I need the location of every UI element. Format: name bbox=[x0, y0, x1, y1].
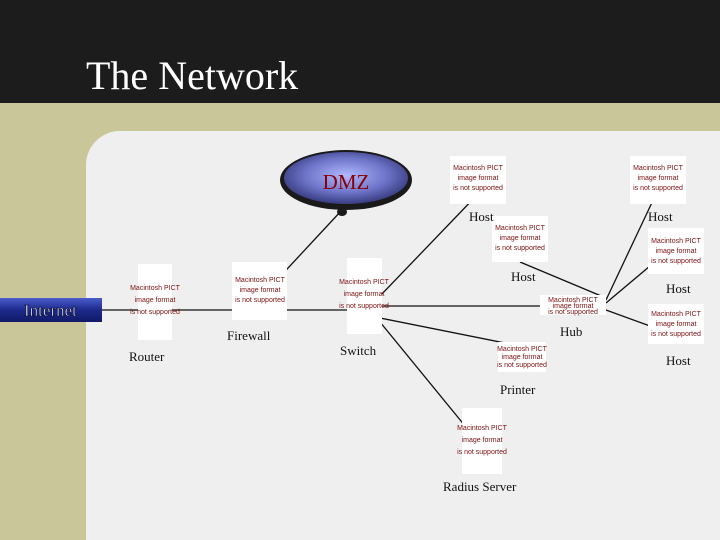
router-placeholder-frame bbox=[138, 264, 172, 340]
switch-placeholder-line-1: Macintosh PICT bbox=[339, 279, 390, 286]
internet-label: Internet bbox=[24, 301, 77, 320]
radius-server-image: Macintosh PICT image format is not suppo… bbox=[457, 408, 508, 474]
hub-placeholder-line-1: Macintosh PICT bbox=[548, 297, 599, 304]
radius-placeholder-line-1: Macintosh PICT bbox=[457, 425, 508, 432]
host-3-placeholder-line-2: image format bbox=[500, 235, 541, 242]
dmz-node: DMZ bbox=[280, 150, 412, 216]
header-bar bbox=[0, 0, 720, 103]
host-image-1: Macintosh PICT image format is not suppo… bbox=[450, 156, 506, 204]
host-4-placeholder-line-2: image format bbox=[656, 248, 697, 255]
firewall-label: Firewall bbox=[227, 328, 271, 343]
printer-image: Macintosh PICT image format is not suppo… bbox=[497, 342, 548, 372]
router-placeholder-line-2: image format bbox=[135, 297, 176, 304]
host-image-2: Macintosh PICT image format is not suppo… bbox=[630, 156, 686, 204]
link-switch-printer bbox=[379, 317, 516, 346]
host-3-placeholder-frame bbox=[492, 216, 548, 262]
printer-placeholder-line-3: is not supported bbox=[497, 362, 547, 369]
host-5-placeholder-line-2: image format bbox=[656, 321, 697, 328]
dmz-ellipse bbox=[284, 152, 408, 204]
host-2-placeholder-line-2: image format bbox=[638, 175, 679, 182]
internet-bar bbox=[0, 298, 102, 322]
firewall-placeholder-frame bbox=[232, 262, 287, 320]
radius-placeholder-line-3: is not supported bbox=[457, 449, 507, 456]
link-switch-host-top bbox=[379, 193, 479, 297]
printer-label: Printer bbox=[500, 382, 536, 397]
hub-placeholder-line-3: is not supported bbox=[548, 309, 598, 316]
content-panel bbox=[86, 131, 720, 540]
host-image-3: Macintosh PICT image format is not suppo… bbox=[492, 216, 548, 262]
printer-placeholder-line-1: Macintosh PICT bbox=[497, 346, 548, 353]
link-hub-host-4 bbox=[605, 309, 651, 327]
host-label-1: Host bbox=[469, 209, 494, 224]
node-labels: Router Firewall Switch Hub Printer Radiu… bbox=[129, 209, 691, 494]
dmz-connector-dot bbox=[337, 208, 347, 216]
firewall-placeholder-line-2: image format bbox=[240, 287, 281, 294]
switch-placeholder-line-3: is not supported bbox=[339, 303, 389, 310]
switch-label: Switch bbox=[340, 343, 377, 358]
link-hub-host-3 bbox=[605, 265, 651, 304]
host-1-placeholder-line-1: Macintosh PICT bbox=[453, 165, 504, 172]
firewall-placeholder-line-1: Macintosh PICT bbox=[235, 277, 286, 284]
radius-server-placeholder-frame bbox=[462, 408, 502, 474]
router-label: Router bbox=[129, 349, 165, 364]
host-4-placeholder-frame bbox=[648, 228, 704, 274]
dmz-label: DMZ bbox=[323, 170, 370, 194]
link-switch-radius bbox=[379, 321, 471, 433]
host-5-placeholder-line-3: is not supported bbox=[651, 331, 701, 338]
hub-placeholder-frame bbox=[540, 295, 606, 315]
host-1-placeholder-frame bbox=[450, 156, 506, 204]
host-1-placeholder-line-3: is not supported bbox=[453, 185, 503, 192]
hub-image: Macintosh PICT image format is not suppo… bbox=[540, 295, 606, 316]
host-3-placeholder-line-1: Macintosh PICT bbox=[495, 225, 546, 232]
host-label-4: Host bbox=[666, 281, 691, 296]
host-4-placeholder-line-1: Macintosh PICT bbox=[651, 238, 702, 245]
host-label-5: Host bbox=[666, 353, 691, 368]
switch-placeholder-line-2: image format bbox=[344, 291, 385, 298]
router-image: Macintosh PICT image format is not suppo… bbox=[130, 264, 181, 340]
host-2-placeholder-line-3: is not supported bbox=[633, 185, 683, 192]
hub-placeholder-line-2: image format bbox=[553, 303, 594, 310]
switch-image: Macintosh PICT image format is not suppo… bbox=[339, 258, 390, 334]
host-3-placeholder-line-3: is not supported bbox=[495, 245, 545, 252]
host-label-2: Host bbox=[648, 209, 673, 224]
slide-title: The Network bbox=[86, 53, 299, 98]
host-5-placeholder-frame bbox=[648, 304, 704, 344]
host-image-4: Macintosh PICT image format is not suppo… bbox=[648, 228, 704, 274]
printer-placeholder-frame bbox=[498, 342, 546, 372]
printer-placeholder-line-2: image format bbox=[502, 354, 543, 361]
link-hub-host-2 bbox=[519, 261, 607, 299]
firewall-placeholder-line-3: is not supported bbox=[235, 297, 285, 304]
host-label-3: Host bbox=[511, 269, 536, 284]
firewall-image: Macintosh PICT image format is not suppo… bbox=[232, 262, 287, 320]
hub-label: Hub bbox=[560, 324, 582, 339]
radius-placeholder-line-2: image format bbox=[462, 437, 503, 444]
router-placeholder-line-3: is not supported bbox=[130, 309, 180, 316]
radius-server-label: Radius Server bbox=[443, 479, 517, 494]
host-2-placeholder-line-1: Macintosh PICT bbox=[633, 165, 684, 172]
link-hub-host-1 bbox=[605, 193, 657, 301]
internet-node: Internet bbox=[0, 298, 102, 322]
host-5-placeholder-line-1: Macintosh PICT bbox=[651, 311, 702, 318]
router-placeholder-line-1: Macintosh PICT bbox=[130, 285, 181, 292]
host-4-placeholder-line-3: is not supported bbox=[651, 258, 701, 265]
host-2-placeholder-frame bbox=[630, 156, 686, 204]
switch-placeholder-frame bbox=[347, 258, 382, 334]
host-image-5: Macintosh PICT image format is not suppo… bbox=[648, 304, 704, 344]
host-1-placeholder-line-2: image format bbox=[458, 175, 499, 182]
